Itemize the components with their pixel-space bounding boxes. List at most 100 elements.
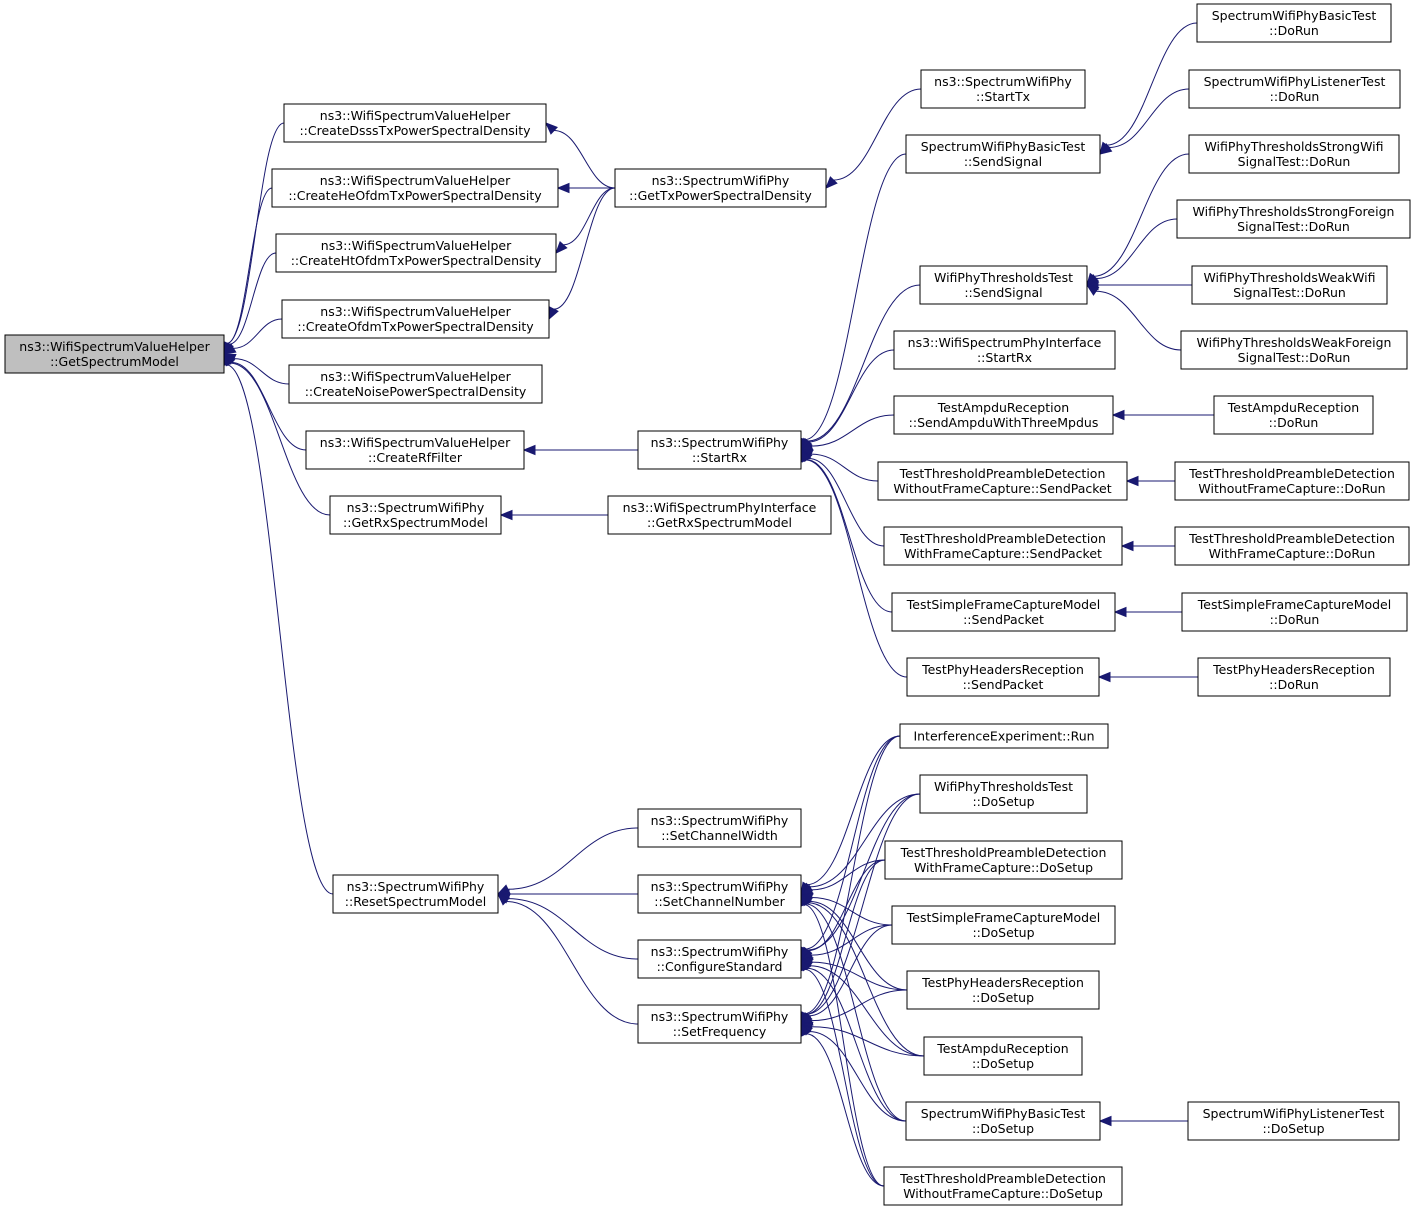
node-label-line: ::CreateDsssTxPowerSpectralDensity xyxy=(299,123,531,138)
node-ifstartrx[interactable]: ns3::WifiSpectrumPhyInterface::StartRx xyxy=(893,330,1116,370)
edge-sltsetup-to-sbtsetup xyxy=(1098,1115,1189,1127)
node-label-line: SignalTest::DoRun xyxy=(1238,350,1351,365)
node-label-line: ::ConfigureStandard xyxy=(657,959,783,974)
node-tpdwosetup[interactable]: TestThresholdPreambleDetectionWithoutFra… xyxy=(883,1166,1123,1206)
node-confstd[interactable]: ns3::SpectrumWifiPhy::ConfigureStandard xyxy=(637,939,802,979)
node-tsfcrun[interactable]: TestSimpleFrameCaptureModel::DoRun xyxy=(1181,592,1408,632)
node-gettxpsd[interactable]: ns3::SpectrumWifiPhy::GetTxPowerSpectral… xyxy=(614,168,827,208)
node-label-line: TestAmpduReception xyxy=(936,1041,1068,1056)
node-label-line: ::DoSetup xyxy=(1262,1121,1324,1136)
edge-gettxpsd-to-dsss xyxy=(545,122,616,189)
node-dsss[interactable]: ns3::WifiSpectrumValueHelper::CreateDsss… xyxy=(283,103,547,143)
node-label-line: ::GetRxSpectrumModel xyxy=(343,515,488,530)
node-label-line: TestPhyHeadersReception xyxy=(1212,662,1375,677)
node-label-line: SignalTest::DoRun xyxy=(1233,285,1346,300)
edge-setcw-to-resetsm xyxy=(496,827,639,895)
node-weakwifi[interactable]: WifiPhyThresholdsWeakWifiSignalTest::DoR… xyxy=(1191,265,1388,305)
node-label-line: WithoutFrameCapture::SendPacket xyxy=(893,481,1111,496)
node-tpdwsend[interactable]: TestThresholdPreambleDetectionWithFrameC… xyxy=(883,526,1123,566)
node-sbtsend[interactable]: SpectrumWifiPhyBasicTest::SendSignal xyxy=(905,134,1101,174)
edge-tsfcsetup-to-confstd xyxy=(799,924,893,960)
node-sbtsetup[interactable]: SpectrumWifiPhyBasicTest::DoSetup xyxy=(905,1101,1101,1141)
node-ifgetrxsm[interactable]: ns3::WifiSpectrumPhyInterface::GetRxSpec… xyxy=(607,495,832,535)
edge-tpdwosetup-to-setfreq xyxy=(800,1022,885,1187)
node-wpttsend[interactable]: WifiPhyThresholdsTest::SendSignal xyxy=(919,265,1088,305)
node-label-line: ns3::SpectrumWifiPhy xyxy=(651,944,789,959)
node-tphrsend[interactable]: TestPhyHeadersReception::SendPacket xyxy=(906,657,1100,697)
node-label-line: SpectrumWifiPhyBasicTest xyxy=(921,139,1086,154)
node-label-line: SpectrumWifiPhyBasicTest xyxy=(1212,8,1377,23)
edge-ifgetrxsm-to-getrxsm xyxy=(499,509,608,521)
node-sltrun[interactable]: SpectrumWifiPhyListenerTest::DoRun xyxy=(1188,69,1401,109)
node-starttx[interactable]: ns3::SpectrumWifiPhy::StartTx xyxy=(920,69,1086,109)
node-label-line: TestThresholdPreambleDetection xyxy=(1188,531,1395,546)
node-ofdm[interactable]: ns3::WifiSpectrumValueHelper::CreateOfdm… xyxy=(281,299,550,339)
node-sltsetup[interactable]: SpectrumWifiPhyListenerTest::DoSetup xyxy=(1187,1101,1400,1141)
node-label-line: ns3::SpectrumWifiPhy xyxy=(347,500,485,515)
node-label-line: WithFrameCapture::SendPacket xyxy=(904,546,1102,561)
node-box xyxy=(1174,526,1410,566)
node-tpdwrun[interactable]: TestThresholdPreambleDetectionWithFrameC… xyxy=(1174,526,1410,566)
node-label-line: ::DoSetup xyxy=(972,925,1034,940)
node-label-line: ns3::SpectrumWifiPhy xyxy=(651,435,789,450)
node-weakforeign[interactable]: WifiPhyThresholdsWeakForeignSignalTest::… xyxy=(1180,330,1408,370)
edge-startrx-to-rff xyxy=(522,444,639,456)
edge-weakwifi-to-wpttsend xyxy=(1085,279,1192,291)
node-tarrun[interactable]: TestAmpduReception::DoRun xyxy=(1213,395,1374,435)
node-box xyxy=(899,723,1109,749)
node-label-line: TestAmpduReception xyxy=(1227,400,1359,415)
edge-setfreq-to-resetsm xyxy=(497,893,639,1025)
node-setcn[interactable]: ns3::SpectrumWifiPhy::SetChannelNumber xyxy=(637,874,802,914)
edge-sbtsetup-to-setcn xyxy=(800,892,907,1122)
node-label-line: WithoutFrameCapture::DoRun xyxy=(1198,481,1385,496)
node-tpdwsetup[interactable]: TestThresholdPreambleDetectionWithFrameC… xyxy=(884,840,1123,880)
node-setcw[interactable]: ns3::SpectrumWifiPhy::SetChannelWidth xyxy=(637,808,802,848)
node-wptsetup[interactable]: WifiPhyThresholdsTest::DoSetup xyxy=(919,774,1088,814)
node-heofdm[interactable]: ns3::WifiSpectrumValueHelper::CreateHeOf… xyxy=(271,168,559,208)
node-tpdwosend[interactable]: TestThresholdPreambleDetectionWithoutFra… xyxy=(877,461,1128,501)
edge-ierun-to-setfreq xyxy=(799,735,901,1026)
node-strongforeign[interactable]: WifiPhyThresholdsStrongForeignSignalTest… xyxy=(1176,199,1411,239)
node-box xyxy=(1187,1101,1400,1141)
node-label-line: ns3::WifiSpectrumValueHelper xyxy=(320,369,511,384)
node-label-line: ::StartTx xyxy=(976,89,1030,104)
node-label-line: TestAmpduReception xyxy=(937,400,1069,415)
node-box xyxy=(637,1004,802,1044)
node-label-line: TestPhyHeadersReception xyxy=(921,662,1084,677)
node-tarsetup[interactable]: TestAmpduReception::DoSetup xyxy=(923,1036,1083,1076)
node-box xyxy=(4,334,225,374)
node-startrx[interactable]: ns3::SpectrumWifiPhy::StartRx xyxy=(637,430,802,470)
node-label-line: ::CreateHeOfdmTxPowerSpectralDensity xyxy=(288,188,542,203)
node-rff[interactable]: ns3::WifiSpectrumValueHelper::CreateRfFi… xyxy=(305,430,525,470)
node-label-line: ::CreateNoisePowerSpectralDensity xyxy=(305,384,527,399)
node-resetsm[interactable]: ns3::SpectrumWifiPhy::ResetSpectrumModel xyxy=(332,874,499,914)
edge-gettxpsd-to-ofdm xyxy=(548,187,616,321)
node-label-line: ns3::SpectrumWifiPhy xyxy=(934,74,1072,89)
node-box xyxy=(637,874,802,914)
node-label-line: SpectrumWifiPhyBasicTest xyxy=(921,1106,1086,1121)
node-strongwifi[interactable]: WifiPhyThresholdsStrongWifiSignalTest::D… xyxy=(1188,134,1400,174)
node-label-line: ns3::SpectrumWifiPhy xyxy=(651,813,789,828)
node-label-line: TestSimpleFrameCaptureModel xyxy=(1197,597,1391,612)
node-tphrsetup[interactable]: TestPhyHeadersReception::DoSetup xyxy=(906,970,1100,1010)
node-htofdm[interactable]: ns3::WifiSpectrumValueHelper::CreateHtOf… xyxy=(275,233,557,273)
node-label-line: SignalTest::DoRun xyxy=(1238,154,1351,169)
node-gsm[interactable]: ns3::WifiSpectrumValueHelper::GetSpectru… xyxy=(4,334,225,374)
node-tsfcsetup[interactable]: TestSimpleFrameCaptureModel::DoSetup xyxy=(891,905,1116,945)
node-tsfcsend[interactable]: TestSimpleFrameCaptureModel::SendPacket xyxy=(891,592,1116,632)
node-tpdworun[interactable]: TestThresholdPreambleDetectionWithoutFra… xyxy=(1174,461,1410,501)
edge-weakforeign-to-wpttsend xyxy=(1085,284,1182,351)
node-noise[interactable]: ns3::WifiSpectrumValueHelper::CreateNois… xyxy=(288,364,543,404)
node-label-line: SpectrumWifiPhyListenerTest xyxy=(1204,74,1386,89)
node-sbtrun[interactable]: SpectrumWifiPhyBasicTest::DoRun xyxy=(1196,3,1392,43)
node-label-line: WithFrameCapture::DoSetup xyxy=(914,860,1093,875)
node-ierun[interactable]: InterferenceExperiment::Run xyxy=(899,723,1109,749)
node-getrxsm[interactable]: ns3::SpectrumWifiPhy::GetRxSpectrumModel xyxy=(329,495,502,535)
node-setfreq[interactable]: ns3::SpectrumWifiPhy::SetFrequency xyxy=(637,1004,802,1044)
node-tphrrun[interactable]: TestPhyHeadersReception::DoRun xyxy=(1197,657,1391,697)
node-label-line: TestSimpleFrameCaptureModel xyxy=(906,910,1100,925)
node-layer: ns3::WifiSpectrumValueHelper::GetSpectru… xyxy=(4,3,1411,1206)
node-tarsend[interactable]: TestAmpduReception::SendAmpduWithThreeMp… xyxy=(893,395,1114,435)
node-box xyxy=(1191,265,1388,305)
